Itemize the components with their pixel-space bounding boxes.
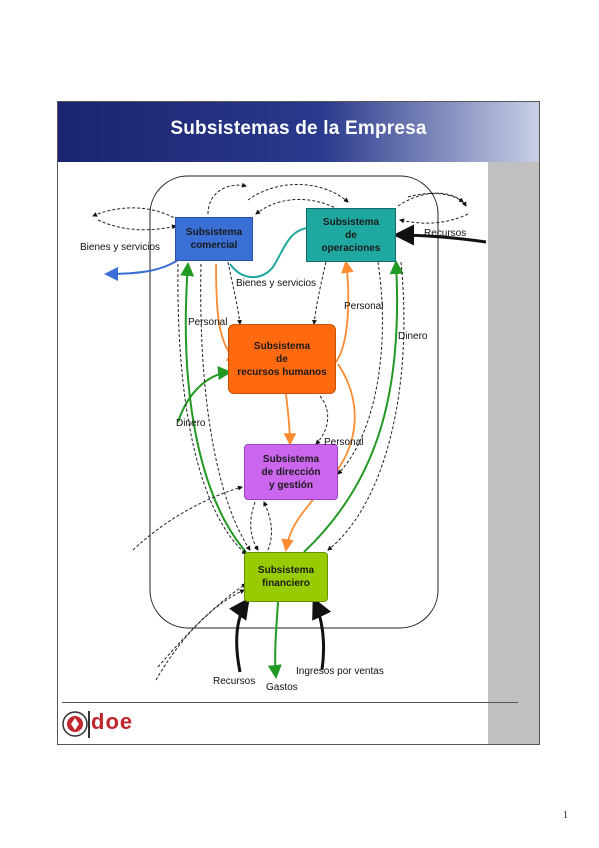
box-direccion: Subsistema de dirección y gestión (244, 444, 338, 500)
flow-dashed-dir-fin-2 (263, 501, 272, 551)
box-financiero: Subsistema financiero (244, 552, 328, 602)
slide-title: Subsistemas de la Empresa (170, 118, 427, 139)
box-comercial: Subsistema comercial (175, 217, 253, 261)
label-dinero-right: Dinero (398, 331, 428, 342)
logo-subtitle (93, 735, 94, 740)
label-personal-3: Personal (324, 437, 364, 448)
logo-text: doe (91, 709, 134, 734)
flow-dashed-ops-right (397, 192, 467, 207)
label-ingresos: Ingresos por ventas (296, 666, 384, 677)
flow-dashed-ext-bottom (155, 589, 245, 681)
flow-dashed-ops-fin (327, 261, 405, 551)
flow-dashed-ext-left (132, 485, 243, 551)
footer-divider (62, 702, 518, 703)
flow-dashed-com-rrhh (227, 261, 243, 325)
label-personal-2: Personal (344, 301, 384, 312)
flow-bienes-ops-to-com (229, 227, 309, 279)
flow-dashed-comercial-top (207, 182, 247, 215)
logo: doe (61, 707, 196, 741)
flow-dinero-comercial (180, 262, 247, 553)
label-recursos-bottom: Recursos (213, 676, 256, 687)
company-boundary (149, 175, 439, 629)
logo-mark-icon (62, 711, 90, 738)
diagram (92, 175, 487, 681)
box-recursos-humanos: Subsistema de recursos humanos (228, 324, 336, 394)
page-number: 1 (563, 810, 568, 821)
slide: Subsistemas de la Empresa (57, 101, 540, 745)
flow-dashed-comercial-left-2 (97, 219, 177, 231)
flow-gastos-out (267, 601, 282, 679)
label-dinero-left: Dinero (176, 418, 206, 429)
flow-personal-direccion (283, 393, 297, 446)
flow-dashed-comercial-left (92, 207, 179, 221)
label-gastos: Gastos (266, 682, 298, 693)
flow-recursos-in-bottom (229, 597, 250, 673)
flow-dashed-ops-rrhh (311, 261, 327, 325)
flow-dashed-ops-right-2 (399, 213, 469, 224)
label-bienes-servicios-left: Bienes y servicios (80, 242, 161, 253)
flow-dashed-rrhh-dir (315, 395, 329, 445)
flow-ingresos-in (312, 597, 332, 671)
flow-dashed-ops-direccion (337, 261, 383, 475)
flow-dashed-dir-fin (250, 501, 259, 551)
flow-dashed-com-fin-2 (200, 263, 251, 551)
flow-dashed-ops-far (407, 192, 464, 203)
label-recursos-top: Recursos (424, 228, 467, 239)
label-bienes-servicios-mid: Bienes y servicios (236, 278, 317, 289)
flow-dashed-top-arc-2 (255, 199, 344, 215)
flow-dashed-com-fin (177, 263, 247, 555)
label-personal-1: Personal (188, 317, 228, 328)
right-band (488, 162, 539, 744)
flow-dashed-ext-bottom-2 (157, 583, 247, 668)
box-operaciones: Subsistema de operaciones (306, 208, 396, 262)
flow-recursos-in-top (393, 224, 487, 246)
slide-header: Subsistemas de la Empresa (58, 102, 539, 162)
flow-dinero-operaciones (303, 260, 404, 553)
flow-dinero-rrhh (177, 366, 232, 423)
flow-dashed-top-arc (247, 184, 349, 203)
flow-personal-operaciones (335, 260, 354, 363)
